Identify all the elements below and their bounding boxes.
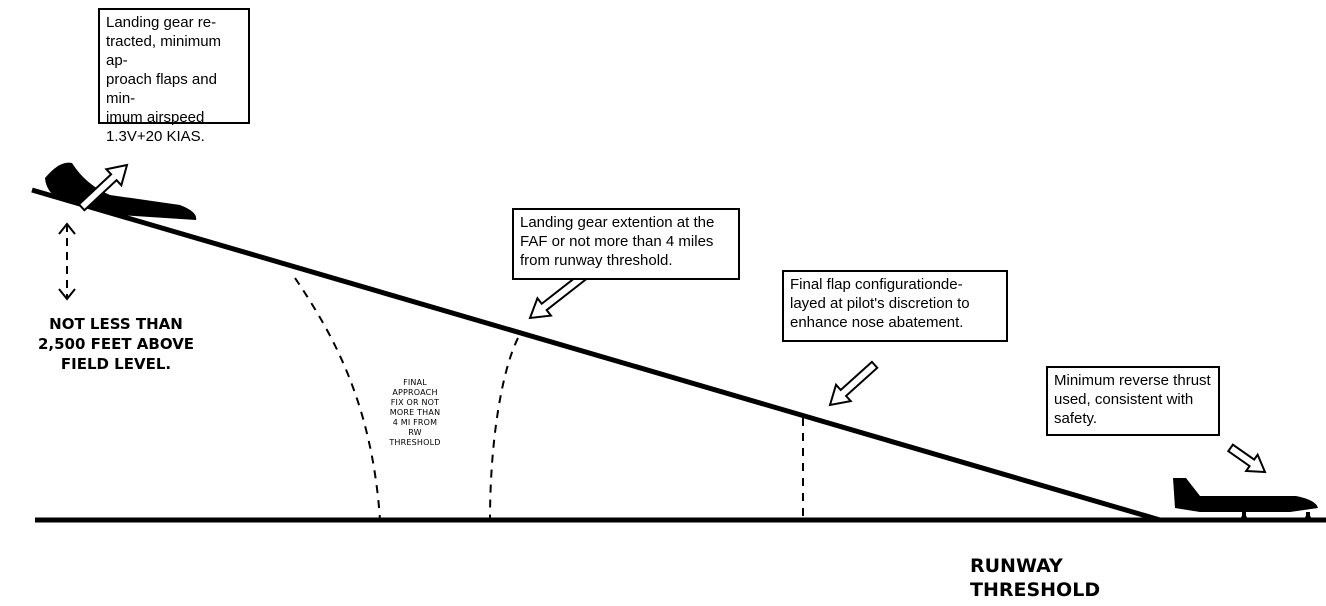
callout-gear-extension: Landing gear extention at the FAF or not…	[512, 208, 740, 280]
callout-reverse-thrust: Minimum reverse thrust used, consistent …	[1046, 366, 1220, 436]
landed-aircraft-icon	[1173, 478, 1318, 521]
callout-gear-retracted: Landing gear re- tracted, minimum ap- pr…	[98, 8, 250, 145]
faf-arc-right	[489, 337, 519, 521]
altitude-label: NOT LESS THAN 2,500 FEET ABOVE FIELD LEV…	[37, 315, 195, 373]
runway-threshold-label: RUNWAY THRESHOLD	[970, 555, 1101, 601]
glide-path	[31, 187, 1161, 523]
pointer-arrow-reverse-thrust-icon	[1226, 443, 1267, 474]
callout-final-flap: Final flap configurationde- layed at pil…	[782, 270, 1008, 342]
pointer-arrow-final-flap-icon	[828, 360, 879, 407]
pointer-arrow-gear-retracted-icon	[77, 163, 129, 212]
altitude-arrow-icon	[58, 222, 76, 301]
final-approach-fix-label: FINAL APPROACH FIX OR NOT MORE THAN 4 MI…	[389, 378, 441, 447]
faf-arc-left	[294, 277, 381, 521]
